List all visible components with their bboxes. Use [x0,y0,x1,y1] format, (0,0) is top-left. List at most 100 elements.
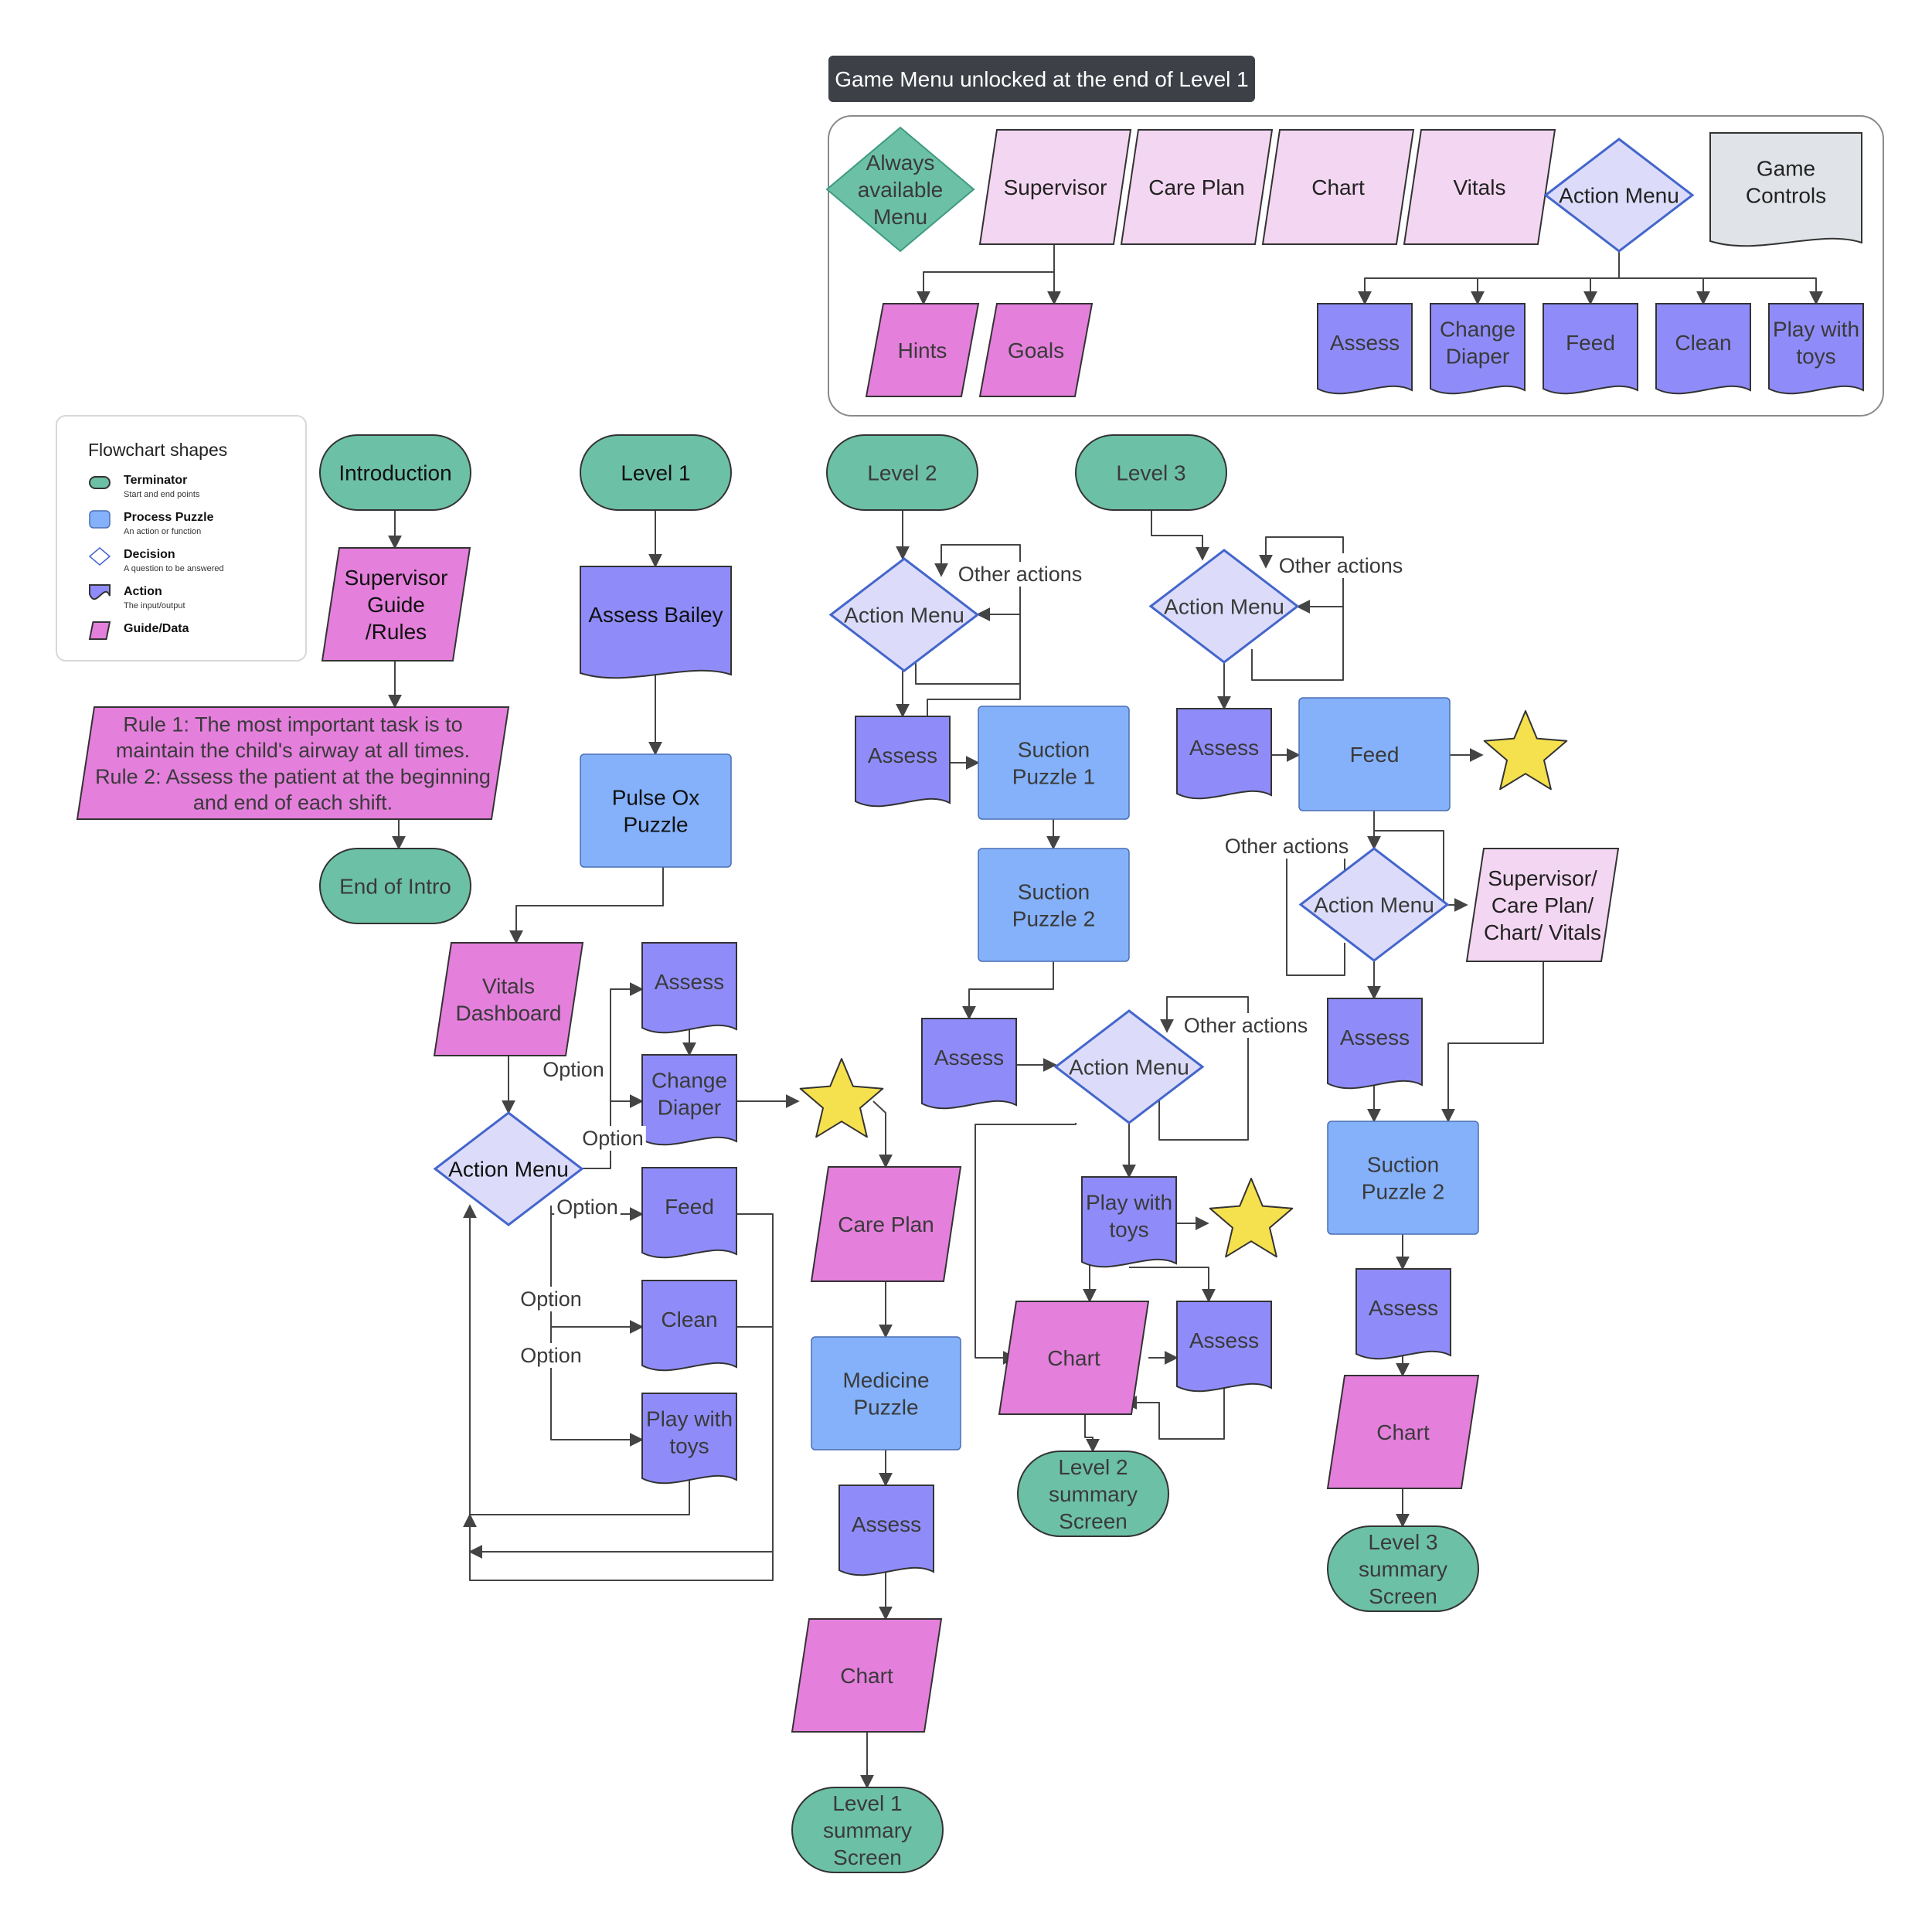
menu-am-to-play [1619,277,1823,305]
menu-play-with-toys [1768,303,1864,395]
level-2-text: Level 2 [867,461,937,485]
option-label-1: Option [543,1058,604,1081]
pulse-ox-puzzle [580,753,732,868]
level3-assess [1176,708,1272,800]
level3-other-actions-2-label: Other actions [1225,835,1349,858]
level3-summary-screen-text: Level 3 [1368,1530,1437,1554]
star1-icon [799,1058,884,1138]
scv-to-sp3 [1441,961,1544,1123]
option-label-5: Option [520,1344,582,1367]
level2-summary-screen-text: Screen [1059,1509,1128,1533]
level3-other-actions-label-bg [1276,553,1406,578]
menu-hints-text: Hints [898,338,947,362]
level1-summary-screen-text: summary [823,1818,912,1842]
level2-chart-text: Chart [1047,1346,1100,1370]
level2-assess [855,716,951,808]
level3-action-menu-2-text: Action Menu [1314,893,1434,917]
supervisor-guide-rules-text: Guide [367,593,425,617]
level3-chart [1326,1375,1480,1489]
always-available-menu [825,126,975,253]
suction-puzzle-1 [978,706,1130,820]
suction-puzzle-1-text: Puzzle 1 [1012,764,1095,788]
level-3 [1075,434,1227,511]
menu-game-controls [1709,132,1862,247]
game-menu-banner [828,56,1255,102]
always-available-menu-text: Menu [873,205,927,229]
level1-clean [641,1280,737,1372]
frame-layer [56,56,1884,662]
level1-action-menu [433,1111,584,1226]
medicine-puzzle-text: Medicine [842,1368,929,1392]
chart-to-summary2 [1084,1414,1100,1453]
legend-desc: A question to be answered [124,564,224,573]
menu-feed-text: Feed [1566,331,1615,355]
menu-care-plan [1120,129,1274,245]
level2-other-actions-label: Other actions [958,563,1083,586]
level1-play-with-toys-text: toys [669,1434,709,1458]
legend-swatch-terminator [89,476,111,489]
option-label-2-bg [580,1126,646,1151]
legend-swatch-process [89,510,111,529]
menu-am-to-cd [1471,277,1619,305]
feed-loop-back [468,1213,774,1559]
level1-assess [641,942,737,1034]
supervisor-guide-rules-text: /Rules [366,620,427,644]
level3-feed [1298,697,1451,811]
sp2-to-assess [962,961,1054,1020]
level3-action-menu-2 [1298,847,1450,962]
level-3-text: Level 3 [1116,461,1185,485]
level2-summary-screen-text: Level 2 [1058,1455,1128,1479]
level3-other-actions-2-label-bg [1222,834,1352,859]
level1-assess-2 [838,1485,934,1576]
menu-clean-text: Clean [1675,331,1731,355]
level2-play-with-toys [1081,1176,1177,1268]
clean-loop-back [463,1326,774,1581]
level1-care-plan-text: Care Plan [838,1212,934,1236]
always-available-menu-text: available [858,178,944,202]
level2-play-with-toys-text: toys [1109,1218,1148,1242]
level-1 [580,434,732,511]
level2-action-menu [828,557,980,672]
supervisor-guide-rules [321,547,471,662]
legend-card [56,415,307,662]
option-label-4: Option [520,1287,582,1311]
rules-text: Rule 2: Assess the patient at the beginn… [95,765,491,788]
level2-summary-screen [1017,1451,1169,1537]
supervisor-care-plan-chart-vitals-text: Chart/ Vitals [1484,920,1601,944]
pulse-ox-puzzle-text: Puzzle [623,812,688,836]
level3-suction-puzzle-2-text: Puzzle 2 [1362,1179,1444,1203]
level1-play-with-toys-text: Play with [646,1407,733,1431]
menu-care-plan-text: Care Plan [1148,175,1245,199]
menu-clean [1655,303,1751,395]
star2-icon [1483,710,1568,791]
am1-to-assess [582,982,644,1169]
level2-action-menu-2-text: Action Menu [1069,1055,1189,1079]
level2-action-menu-text: Action Menu [844,603,964,627]
level1-play-with-toys [641,1393,737,1485]
legend-desc: The input/output [124,601,185,610]
level2-assess-2-text: Assess [934,1046,1004,1070]
level3-suction-puzzle-2-text: Suction [1367,1152,1439,1176]
option-label-4-bg [518,1287,584,1311]
menu-assess-text: Assess [1330,331,1400,355]
legend-desc: Start and end points [124,490,200,499]
level2-summary-screen-text: summary [1049,1482,1138,1506]
menu-change-diaper [1430,303,1526,395]
level3-assess-3-text: Assess [1369,1296,1438,1320]
level3-assess-text: Assess [1189,736,1259,760]
level1-feed [641,1167,737,1259]
l3-to-am3 [1151,510,1209,561]
introduction [319,434,471,511]
play-loop-back [463,1204,690,1515]
option-label-1-bg [540,1057,607,1082]
level1-action-menu-text: Action Menu [448,1157,569,1181]
level2-chart [998,1301,1150,1415]
level2-other-actions-label-bg [955,562,1085,587]
assess-bailey-text: Assess Bailey [588,603,723,627]
level3-other-actions-label: Other actions [1279,554,1403,577]
legend-label: Guide/Data [124,622,189,635]
level2-other-actions-2-label: Other actions [1184,1014,1308,1037]
level1-assess-text: Assess [655,970,724,994]
vitals-dashboard [433,942,584,1056]
level2-suction-puzzle-2 [978,848,1130,962]
